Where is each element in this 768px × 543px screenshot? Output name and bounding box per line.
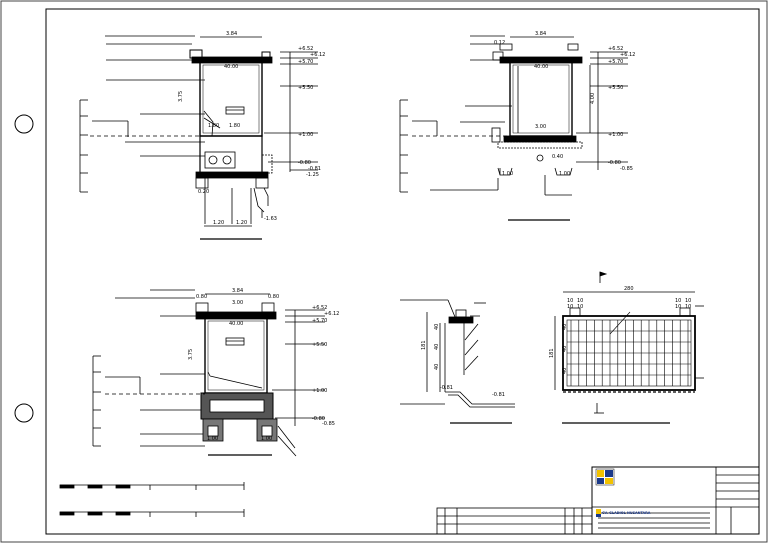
section-a-text: 3.84 +6.52 +6.12 +5.70 +5.50 +1.00 -0.80… [178,31,325,226]
section-a-level: +6.12 [310,52,325,58]
section-c [92,289,325,457]
section-a-level: -1.63 [264,216,277,222]
punch-hole-top [14,114,34,134]
section-c-inner-label: 1.00 [261,436,272,442]
section-b-level: +6.12 [620,52,635,58]
detail-e-inner-label: 10 [567,304,573,310]
section-b-text: 3.84 +6.52 +6.12 +5.70 +5.50 +1.00 -0.80… [494,31,635,177]
section-c-inner-label: 40.00 [229,321,243,327]
section-c-level: -0.80 [312,416,325,422]
section-c-inner-label: 1.00 [207,436,218,442]
detail-e-inner-label: 10 [685,298,691,304]
detail-e-inner-label: 10 [567,298,573,304]
detail-e-text: 280 10 10 10 10 10 10 10 10 181 40 40 40 [549,286,691,374]
section-b-dim-top: 3.84 [535,31,546,37]
company-logo [595,468,615,517]
detail-d-inner-label: 40 [434,364,440,370]
section-b-level: -0.80 [608,160,621,166]
section-a-level: -1.25 [306,172,319,178]
section-b-level: +5.70 [608,59,623,65]
detail-e-inner-label: 40 [562,368,568,374]
detail-e-inner-label: 40 [562,324,568,330]
section-c-inner-label: 0.80 [268,294,279,300]
section-a [79,35,318,240]
detail-e-inner-label: 10 [577,304,583,310]
section-a-inner-label: 1.20 [236,220,247,226]
scale-bars [59,482,245,517]
section-a-inner-label: 1.80 [208,123,219,129]
section-b-inner-label: 3.00 [535,124,546,130]
section-c-inner-label: 3.00 [232,300,243,306]
section-a-level: +5.50 [298,85,313,91]
section-c-level: -0.85 [322,421,335,427]
leader-line [609,311,631,335]
section-c-inner-label: 0.80 [196,294,207,300]
title-block [436,466,760,535]
section-a-level: +1.00 [298,132,313,138]
section-a-dim-top: 3.84 [226,31,237,37]
section-c-inner-label: 3.75 [188,349,194,360]
section-b-level: 4.00 [590,93,596,104]
section-a-level: +6.52 [298,46,313,52]
section-c-level: +6.12 [324,311,339,317]
detail-e-inner-label: 10 [675,298,681,304]
section-a-level: -0.80 [298,160,311,166]
section-c-level: +5.50 [312,342,327,348]
section-a-inner-label: 0.20 [198,189,209,195]
section-c-dim-top: 3.84 [232,288,243,294]
section-b-inner-label: 1.00 [502,171,513,177]
section-a-inner-label: 3.75 [178,91,184,102]
section-b-level: +5.50 [608,85,623,91]
section-a-level: -0.81 [308,166,321,172]
section-a-inner-label: 1.80 [229,123,240,129]
section-b-inner-label: 0.40 [552,154,563,160]
section-b-level: +1.00 [608,132,623,138]
section-b-level: +6.52 [608,46,623,52]
punch-hole-bottom [14,403,34,423]
section-c-text: 3.84 +6.52 +6.12 +5.70 +5.50 +1.00 -0.80… [188,288,339,442]
detail-d-level: 181 [421,340,427,350]
grid-lines [567,311,691,386]
detail-d [400,299,515,424]
section-b-inner-label: 0.12 [494,40,505,46]
section-a-level: +5.70 [298,59,313,65]
detail-e-inner-label: 10 [675,304,681,310]
detail-e-inner-label: 10 [685,304,691,310]
detail-e [554,271,704,424]
detail-e-inner-label: 181 [549,348,555,358]
section-a-inner-label: 40.00 [224,64,238,70]
detail-e-dim-top: 280 [624,286,634,292]
detail-d-inner-label: 40 [434,324,440,330]
detail-e-inner-label: 40 [562,346,568,352]
section-b-level: -0.85 [620,166,633,172]
section-c-level: +6.52 [312,305,327,311]
section-c-level: +1.00 [312,388,327,394]
section-b-inner-label: 1.00 [559,171,570,177]
company-name: CV. GLADIOL NUSANTARA [602,511,651,515]
detail-e-inner-label: 10 [577,298,583,304]
section-b [399,35,628,221]
detail-d-level: -0.81 [440,385,453,391]
detail-d-inner-label: 40 [434,344,440,350]
section-a-inner-label: 1.20 [213,220,224,226]
detail-d-text: -0.81 -0.81 181 40 40 40 [421,324,505,398]
section-b-inner-label: 40.00 [534,64,548,70]
sheet-inner-border [45,8,760,535]
section-c-level: +5.70 [312,318,327,324]
detail-d-level: -0.81 [492,392,505,398]
